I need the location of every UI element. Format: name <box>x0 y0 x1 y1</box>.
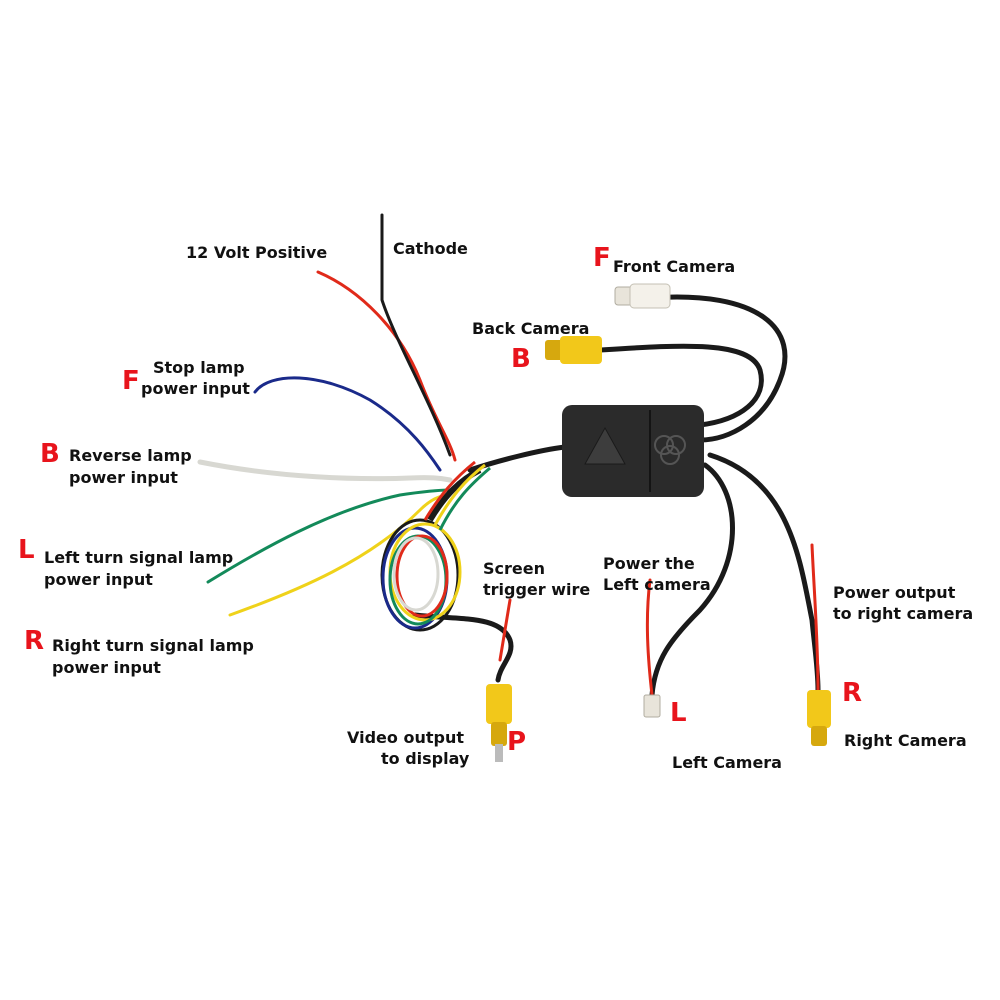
cable-left-camera <box>649 462 735 698</box>
label-screen-trigger-line1: Screen <box>483 559 545 578</box>
tag-stop: F <box>122 366 140 396</box>
module-logo <box>654 435 686 465</box>
left-camera-connector <box>643 694 661 718</box>
label-cathode: Cathode <box>393 239 468 258</box>
tag-right-camera: R <box>842 678 863 708</box>
right-camera-rca-connector <box>807 690 831 746</box>
label-power-right-line2: to right camera <box>833 604 974 623</box>
label-right-turn-line2: power input <box>52 658 161 677</box>
label-reverse-lamp-line1: Reverse lamp <box>69 446 192 465</box>
tag-video: P <box>507 727 527 757</box>
module-triangle-mark <box>584 426 626 465</box>
bundle-to-module <box>438 466 491 531</box>
label-power-left-line2: Left camera <box>603 575 711 594</box>
coil-loop <box>395 534 449 618</box>
label-left-turn-line1: Left turn signal lamp <box>44 548 234 567</box>
front-camera-rca-connector <box>614 283 671 309</box>
label-right-turn-line1: Right turn signal lamp <box>52 636 254 655</box>
cable-back-camera <box>597 343 764 428</box>
bundle-to-module <box>433 463 486 526</box>
wire-12v-positive <box>316 270 457 462</box>
wire-reverse-lamp <box>197 459 453 483</box>
lead-wires <box>197 213 820 697</box>
back-camera-rca-connector <box>545 336 602 364</box>
label-stop-lamp-line1: Stop lamp <box>153 358 245 377</box>
wire-left-turn <box>206 488 452 584</box>
wire-stop-lamp <box>253 376 442 472</box>
cable-video-output <box>412 612 514 683</box>
wire-cathode <box>380 213 452 457</box>
wire-power-right <box>810 543 820 692</box>
label-stop-lamp-line2: power input <box>141 379 250 398</box>
label-12v-positive: 12 Volt Positive <box>186 243 328 262</box>
tag-back: B <box>511 344 531 374</box>
label-left-camera: Left Camera <box>672 753 782 772</box>
wire-bundle-coil <box>380 460 491 632</box>
label-power-right-line1: Power output <box>833 583 956 602</box>
tag-left-turn: L <box>18 535 35 565</box>
tag-left-camera: L <box>670 698 687 728</box>
wire-power-left <box>645 578 654 697</box>
label-left-turn-line2: power input <box>44 570 153 589</box>
cable-harness-to-module <box>467 444 568 473</box>
label-right-camera: Right Camera <box>844 731 967 750</box>
label-reverse-lamp-line2: power input <box>69 468 178 487</box>
label-power-left-line1: Power the <box>603 554 695 573</box>
label-back-camera: Back Camera <box>472 319 590 338</box>
video-output-rca-connector <box>486 684 512 762</box>
coil-loop <box>392 536 440 612</box>
tag-reverse: B <box>40 439 60 469</box>
module-body <box>562 405 704 497</box>
label-screen-trigger-line2: trigger wire <box>483 580 591 599</box>
tag-front: F <box>593 243 611 273</box>
bundle-to-module <box>423 460 476 521</box>
tag-right-turn: R <box>24 626 45 656</box>
label-video-output-line1: Video output <box>347 728 464 747</box>
label-video-output-line2: to display <box>381 749 470 768</box>
cable-front-camera <box>647 294 788 443</box>
wire-screen-trigger <box>498 598 512 662</box>
label-front-camera: Front Camera <box>613 257 736 276</box>
control-module <box>562 405 704 497</box>
